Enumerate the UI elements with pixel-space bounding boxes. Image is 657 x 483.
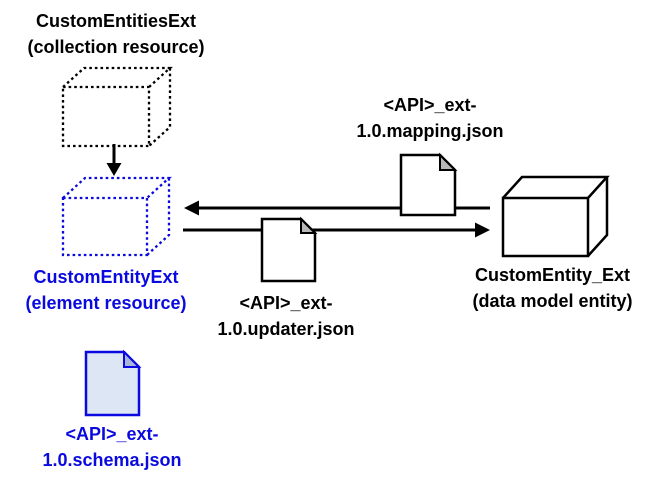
- collection-resource-label-line1: CustomEntitiesExt: [35, 11, 197, 31]
- data-model-entity-label: CustomEntity_Ext (data model entity): [448, 262, 657, 314]
- element-resource-label-line1: CustomEntityExt: [33, 267, 179, 287]
- schema-file-label-line1: <API>_ext-: [65, 424, 159, 444]
- data-model-entity-label-line2: (data model entity): [472, 291, 633, 311]
- updater-file-label-line2: 1.0.updater.json: [217, 319, 355, 339]
- mapping-document-icon: [399, 152, 458, 217]
- mapping-file-label: <API>_ext- 1.0.mapping.json: [340, 92, 520, 144]
- data-model-entity-label-line1: CustomEntity_Ext: [474, 265, 631, 285]
- updater-file-label-line1: <API>_ext-: [239, 293, 333, 313]
- arrow-down-icon: [106, 144, 122, 176]
- arrow-right-icon: [183, 222, 490, 238]
- updater-file-label: <API>_ext- 1.0.updater.json: [195, 290, 377, 342]
- schema-file-label: <API>_ext- 1.0.schema.json: [12, 421, 212, 473]
- solid-cube-icon: [501, 175, 610, 258]
- element-resource-label: CustomEntityExt (element resource): [0, 264, 212, 316]
- mapping-file-label-line1: <API>_ext-: [383, 95, 477, 115]
- collection-resource-label-line2: (collection resource): [27, 37, 205, 57]
- dashed-cube-blue-icon: [61, 176, 172, 257]
- schema-document-icon: [84, 349, 142, 417]
- element-resource-label-line2: (element resource): [25, 293, 187, 313]
- schema-file-label-line2: 1.0.schema.json: [42, 450, 182, 470]
- collection-resource-label: CustomEntitiesExt (collection resource): [10, 8, 222, 60]
- mapping-file-label-line2: 1.0.mapping.json: [356, 121, 504, 141]
- updater-document-icon: [260, 216, 318, 283]
- dashed-cube-icon: [61, 66, 173, 148]
